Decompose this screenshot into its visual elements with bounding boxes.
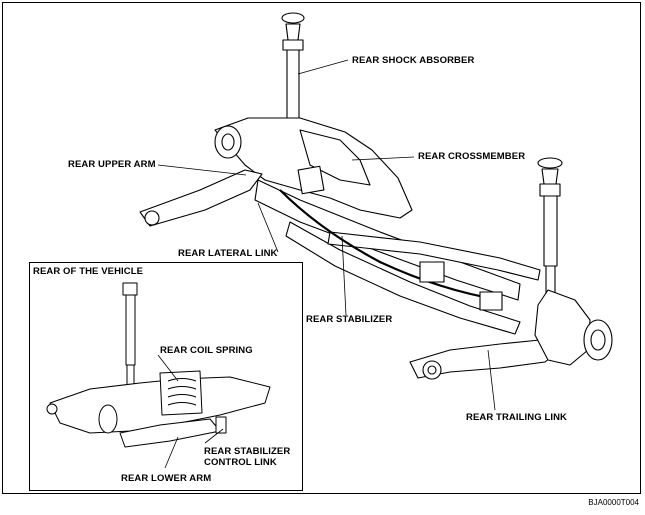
- label-rear-stabilizer-control-link-line2: CONTROL LINK: [204, 457, 277, 468]
- label-rear-lateral-link: REAR LATERAL LINK: [178, 248, 278, 259]
- label-rear-trailing-link: REAR TRAILING LINK: [466, 412, 568, 423]
- left-upper-arm: [139, 169, 263, 227]
- inset-rear-of-vehicle: REAR OF THE VEHICLE REAR COIL SPRING REA…: [29, 262, 303, 491]
- label-rear-stabilizer-control-link-line1: REAR STABILIZER: [204, 446, 291, 457]
- label-rear-lower-arm: REAR LOWER ARM: [121, 473, 212, 484]
- figure-code: BJA0000T004: [588, 498, 639, 507]
- front-rail: [285, 221, 521, 335]
- label-rear-crossmember: REAR CROSSMEMBER: [418, 151, 526, 162]
- inset-title: REAR OF THE VEHICLE: [33, 266, 144, 277]
- inset-drawing: [46, 282, 271, 469]
- diagram-frame: [2, 2, 641, 494]
- label-rear-stabilizer: REAR STABILIZER: [306, 314, 393, 325]
- label-rear-upper-arm: REAR UPPER ARM: [68, 159, 156, 170]
- label-rear-shock-absorber: REAR SHOCK ABSORBER: [352, 55, 475, 66]
- stabilizer-bar: [279, 189, 501, 302]
- label-rear-coil-spring: REAR COIL SPRING: [160, 345, 253, 356]
- right-shock-absorber: [537, 157, 563, 297]
